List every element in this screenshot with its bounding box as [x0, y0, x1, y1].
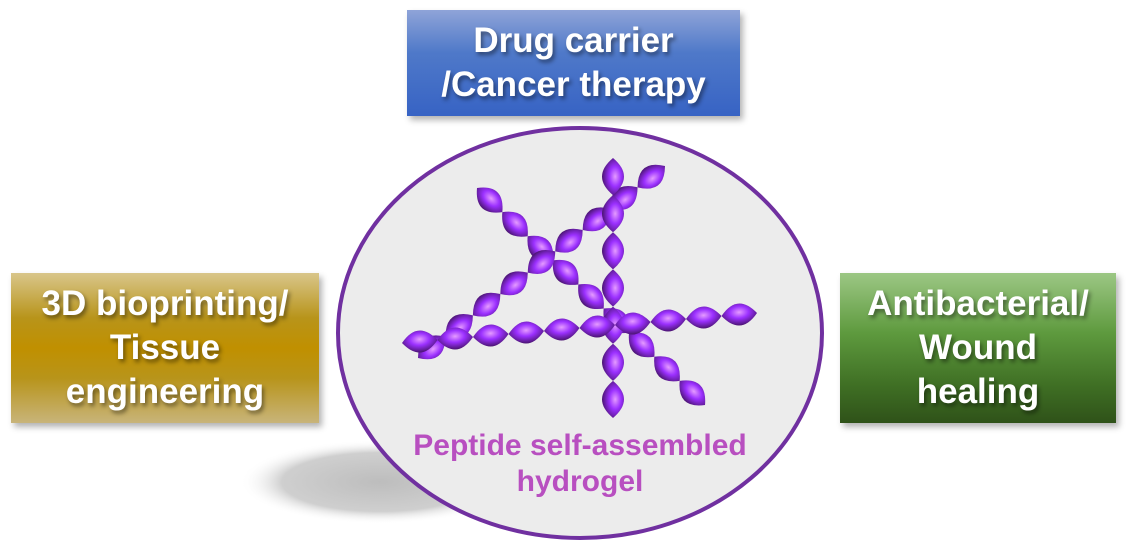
fiber-twist: [502, 211, 528, 237]
fiber-twist: [472, 292, 501, 317]
fiber-twist: [602, 269, 624, 307]
antibacterial-box: Antibacterial/ Wound healing: [840, 273, 1116, 423]
fiber-twist: [578, 283, 604, 310]
fiber-twist: [602, 380, 624, 418]
drug-carrier-box: Drug carrier /Cancer therapy: [407, 10, 740, 116]
fiber-twist: [650, 309, 686, 332]
fiber-twist: [555, 228, 583, 253]
fiber-twist: [579, 315, 615, 338]
fiber-twist: [476, 187, 503, 213]
fiber-twist: [508, 321, 544, 344]
fiber-twist: [679, 380, 706, 406]
drug-carrier-label: Drug carrier /Cancer therapy: [441, 21, 706, 104]
antibacterial-label: Antibacterial/ Wound healing: [867, 284, 1089, 411]
fiber: [402, 303, 757, 353]
fiber-twist: [721, 303, 757, 326]
bioprinting-box: 3D bioprinting/ Tissue engineering: [11, 273, 319, 423]
bioprinting-label: 3D bioprinting/ Tissue engineering: [41, 284, 289, 411]
peptide-fibers: [402, 158, 757, 418]
fiber-twist: [473, 324, 509, 347]
fiber-twist: [637, 164, 665, 189]
hydrogel-caption-text: Peptide self-assembled hydrogel: [413, 429, 747, 498]
hydrogel-ellipse: [336, 126, 824, 540]
fiber-twist: [614, 312, 651, 335]
fiber-twist: [602, 195, 624, 233]
fiber: [417, 164, 665, 360]
fiber-twist: [602, 158, 624, 196]
fiber-twist: [437, 327, 474, 350]
fiber-twist: [500, 271, 528, 296]
fiber-twist: [602, 343, 624, 381]
fiber-twist: [527, 250, 556, 274]
fiber-twist: [402, 330, 438, 353]
fiber-twist: [654, 356, 680, 382]
fiber-twist: [685, 306, 722, 329]
fiber-twist: [628, 332, 655, 358]
hydrogel-caption: Peptide self-assembled hydrogel: [380, 428, 780, 500]
fiber-twist: [543, 318, 580, 341]
fiber-twist: [552, 259, 579, 285]
fiber-twist: [602, 232, 624, 270]
